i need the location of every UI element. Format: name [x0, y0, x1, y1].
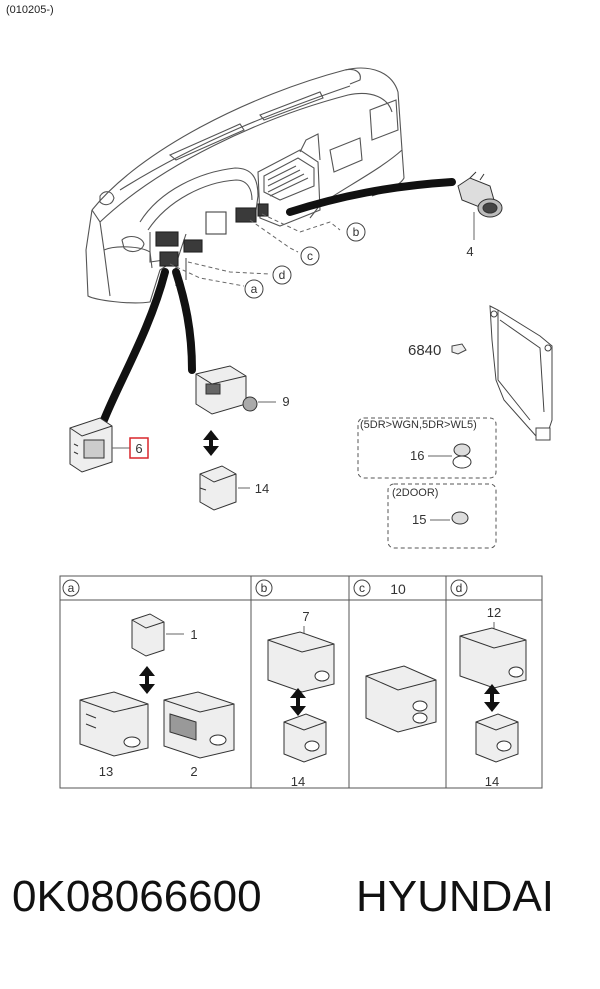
callout-d-circle — [272, 265, 292, 285]
col-a-part-13 — [79, 691, 149, 757]
callout-d-label: d — [279, 268, 286, 282]
table-col-c-number: 10 — [390, 581, 406, 597]
option-box-wagon — [357, 417, 497, 479]
part-6840-bracket — [489, 305, 553, 441]
callout-b-label: b — [353, 225, 360, 239]
leader-to-item-4 — [286, 178, 456, 216]
part-number: 0K08066600 — [12, 872, 262, 921]
detail-table — [59, 575, 543, 789]
part-6-switch — [69, 417, 113, 473]
part-4-lighter — [457, 171, 503, 240]
option-box-2door-label: (2DOOR) — [392, 487, 438, 499]
leader-to-item-6 — [100, 268, 169, 424]
table-col-c-letter: c — [359, 581, 365, 595]
leader-lines — [100, 178, 456, 424]
double-arrow-9-14 — [203, 430, 219, 456]
col-b-part-7 — [267, 631, 335, 693]
part-6-number: 6 — [135, 441, 142, 456]
col-d-part-14 — [475, 713, 519, 763]
table-col-a-circle — [62, 579, 80, 597]
col-a-part-2 — [163, 691, 235, 759]
col-c-part-10 — [365, 665, 437, 733]
callout-c-label: c — [307, 249, 313, 263]
table-col-d-letter: d — [456, 581, 463, 595]
callout-b-circle — [346, 222, 366, 242]
dashboard-letter-callouts — [244, 222, 366, 299]
col-b-double-arrow — [290, 688, 306, 716]
col-a-part-1-number: 1 — [190, 627, 197, 642]
table-col-c-circle — [353, 579, 371, 597]
part-9-number: 9 — [282, 394, 289, 409]
col-a-double-arrow — [139, 666, 155, 694]
table-col-d-circle — [450, 579, 468, 597]
part-4-number: 4 — [466, 244, 473, 259]
part-16-number: 16 — [410, 448, 424, 463]
col-d-part-12 — [459, 627, 527, 689]
callout-c-circle — [300, 246, 320, 266]
col-d-double-arrow — [484, 684, 500, 712]
col-b-part-14 — [283, 713, 327, 763]
brand-name: HYUNDAI — [356, 872, 555, 921]
footer: 0K08066600 HYUNDAI — [0, 872, 600, 952]
callout-a-label: a — [251, 282, 258, 296]
part-16-clip — [452, 443, 472, 469]
col-b-part-14-number: 14 — [291, 774, 305, 789]
table-col-b-circle — [255, 579, 273, 597]
leader-to-item-9 — [172, 268, 196, 374]
table-col-b-letter: b — [261, 581, 268, 595]
dashed-leaders — [169, 213, 341, 287]
col-a-part-13-number: 13 — [99, 764, 113, 779]
col-d-part-12-number: 12 — [487, 605, 501, 620]
part-15-number: 15 — [412, 512, 426, 527]
part-14-number: 14 — [255, 481, 269, 496]
col-d-part-14-number: 14 — [485, 774, 499, 789]
part-6-highlight-box — [129, 437, 149, 459]
part-6840-clip — [451, 343, 467, 355]
option-box-2door — [387, 483, 497, 549]
part-9-switch — [195, 365, 258, 415]
dashboard-illustration — [85, 67, 405, 304]
col-b-part-7-number: 7 — [302, 609, 309, 624]
col-a-part-2-number: 2 — [190, 764, 197, 779]
part-6840-number: 6840 — [408, 342, 441, 359]
col-a-part-1 — [131, 613, 165, 657]
callout-a-circle — [244, 279, 264, 299]
part-14-blank — [199, 465, 237, 511]
catalog-code: (010205-) — [6, 4, 54, 16]
option-box-wagon-label: (5DR>WGN,5DR>WL5) — [360, 419, 477, 431]
table-col-a-letter: a — [68, 581, 75, 595]
part-15-plug — [451, 511, 469, 525]
